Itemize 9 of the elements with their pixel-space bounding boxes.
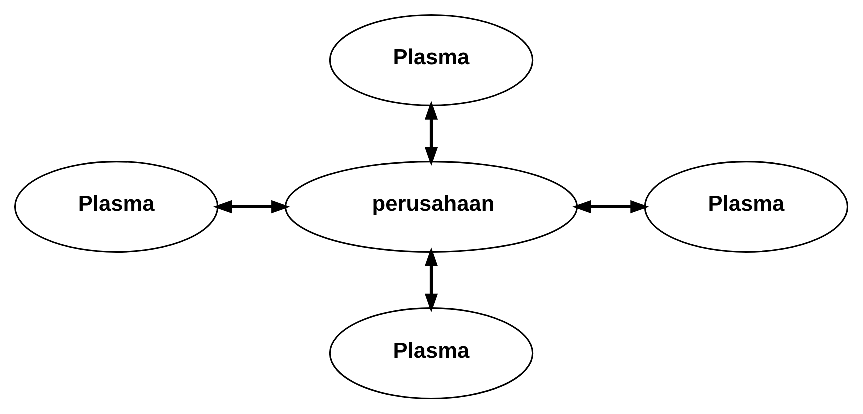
node-ellipse: perusahaan <box>284 161 578 253</box>
node-ellipse: Plasma <box>329 14 534 106</box>
arrow <box>424 248 438 313</box>
node-ellipse: Plasma <box>329 308 534 400</box>
arrow <box>213 200 290 214</box>
arrow <box>424 101 438 166</box>
node-ellipse: Plasma <box>644 161 849 253</box>
node-ellipse: Plasma <box>14 161 219 253</box>
arrow <box>572 200 650 214</box>
